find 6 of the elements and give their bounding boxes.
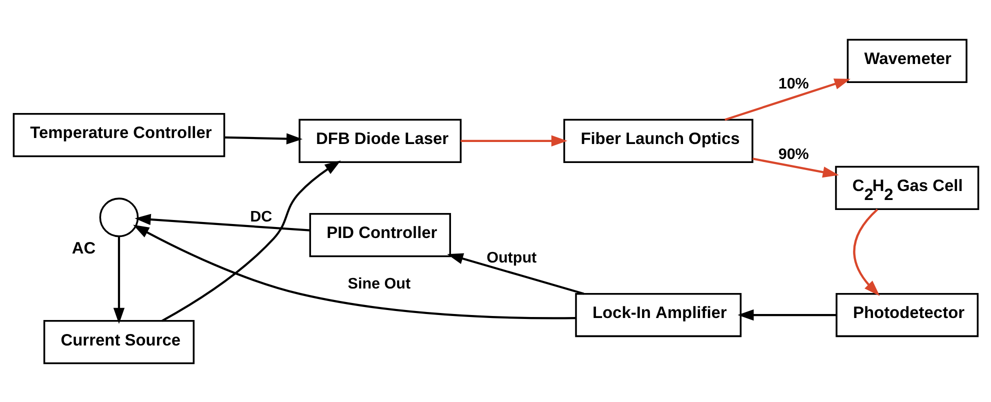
edge-label: Output <box>486 249 536 266</box>
edge-label: DC <box>250 208 272 225</box>
node-label: AC <box>71 238 96 257</box>
edge-label: 90% <box>778 146 808 163</box>
edge-label: 10% <box>778 74 808 92</box>
edge-label: Sine Out <box>347 274 410 292</box>
